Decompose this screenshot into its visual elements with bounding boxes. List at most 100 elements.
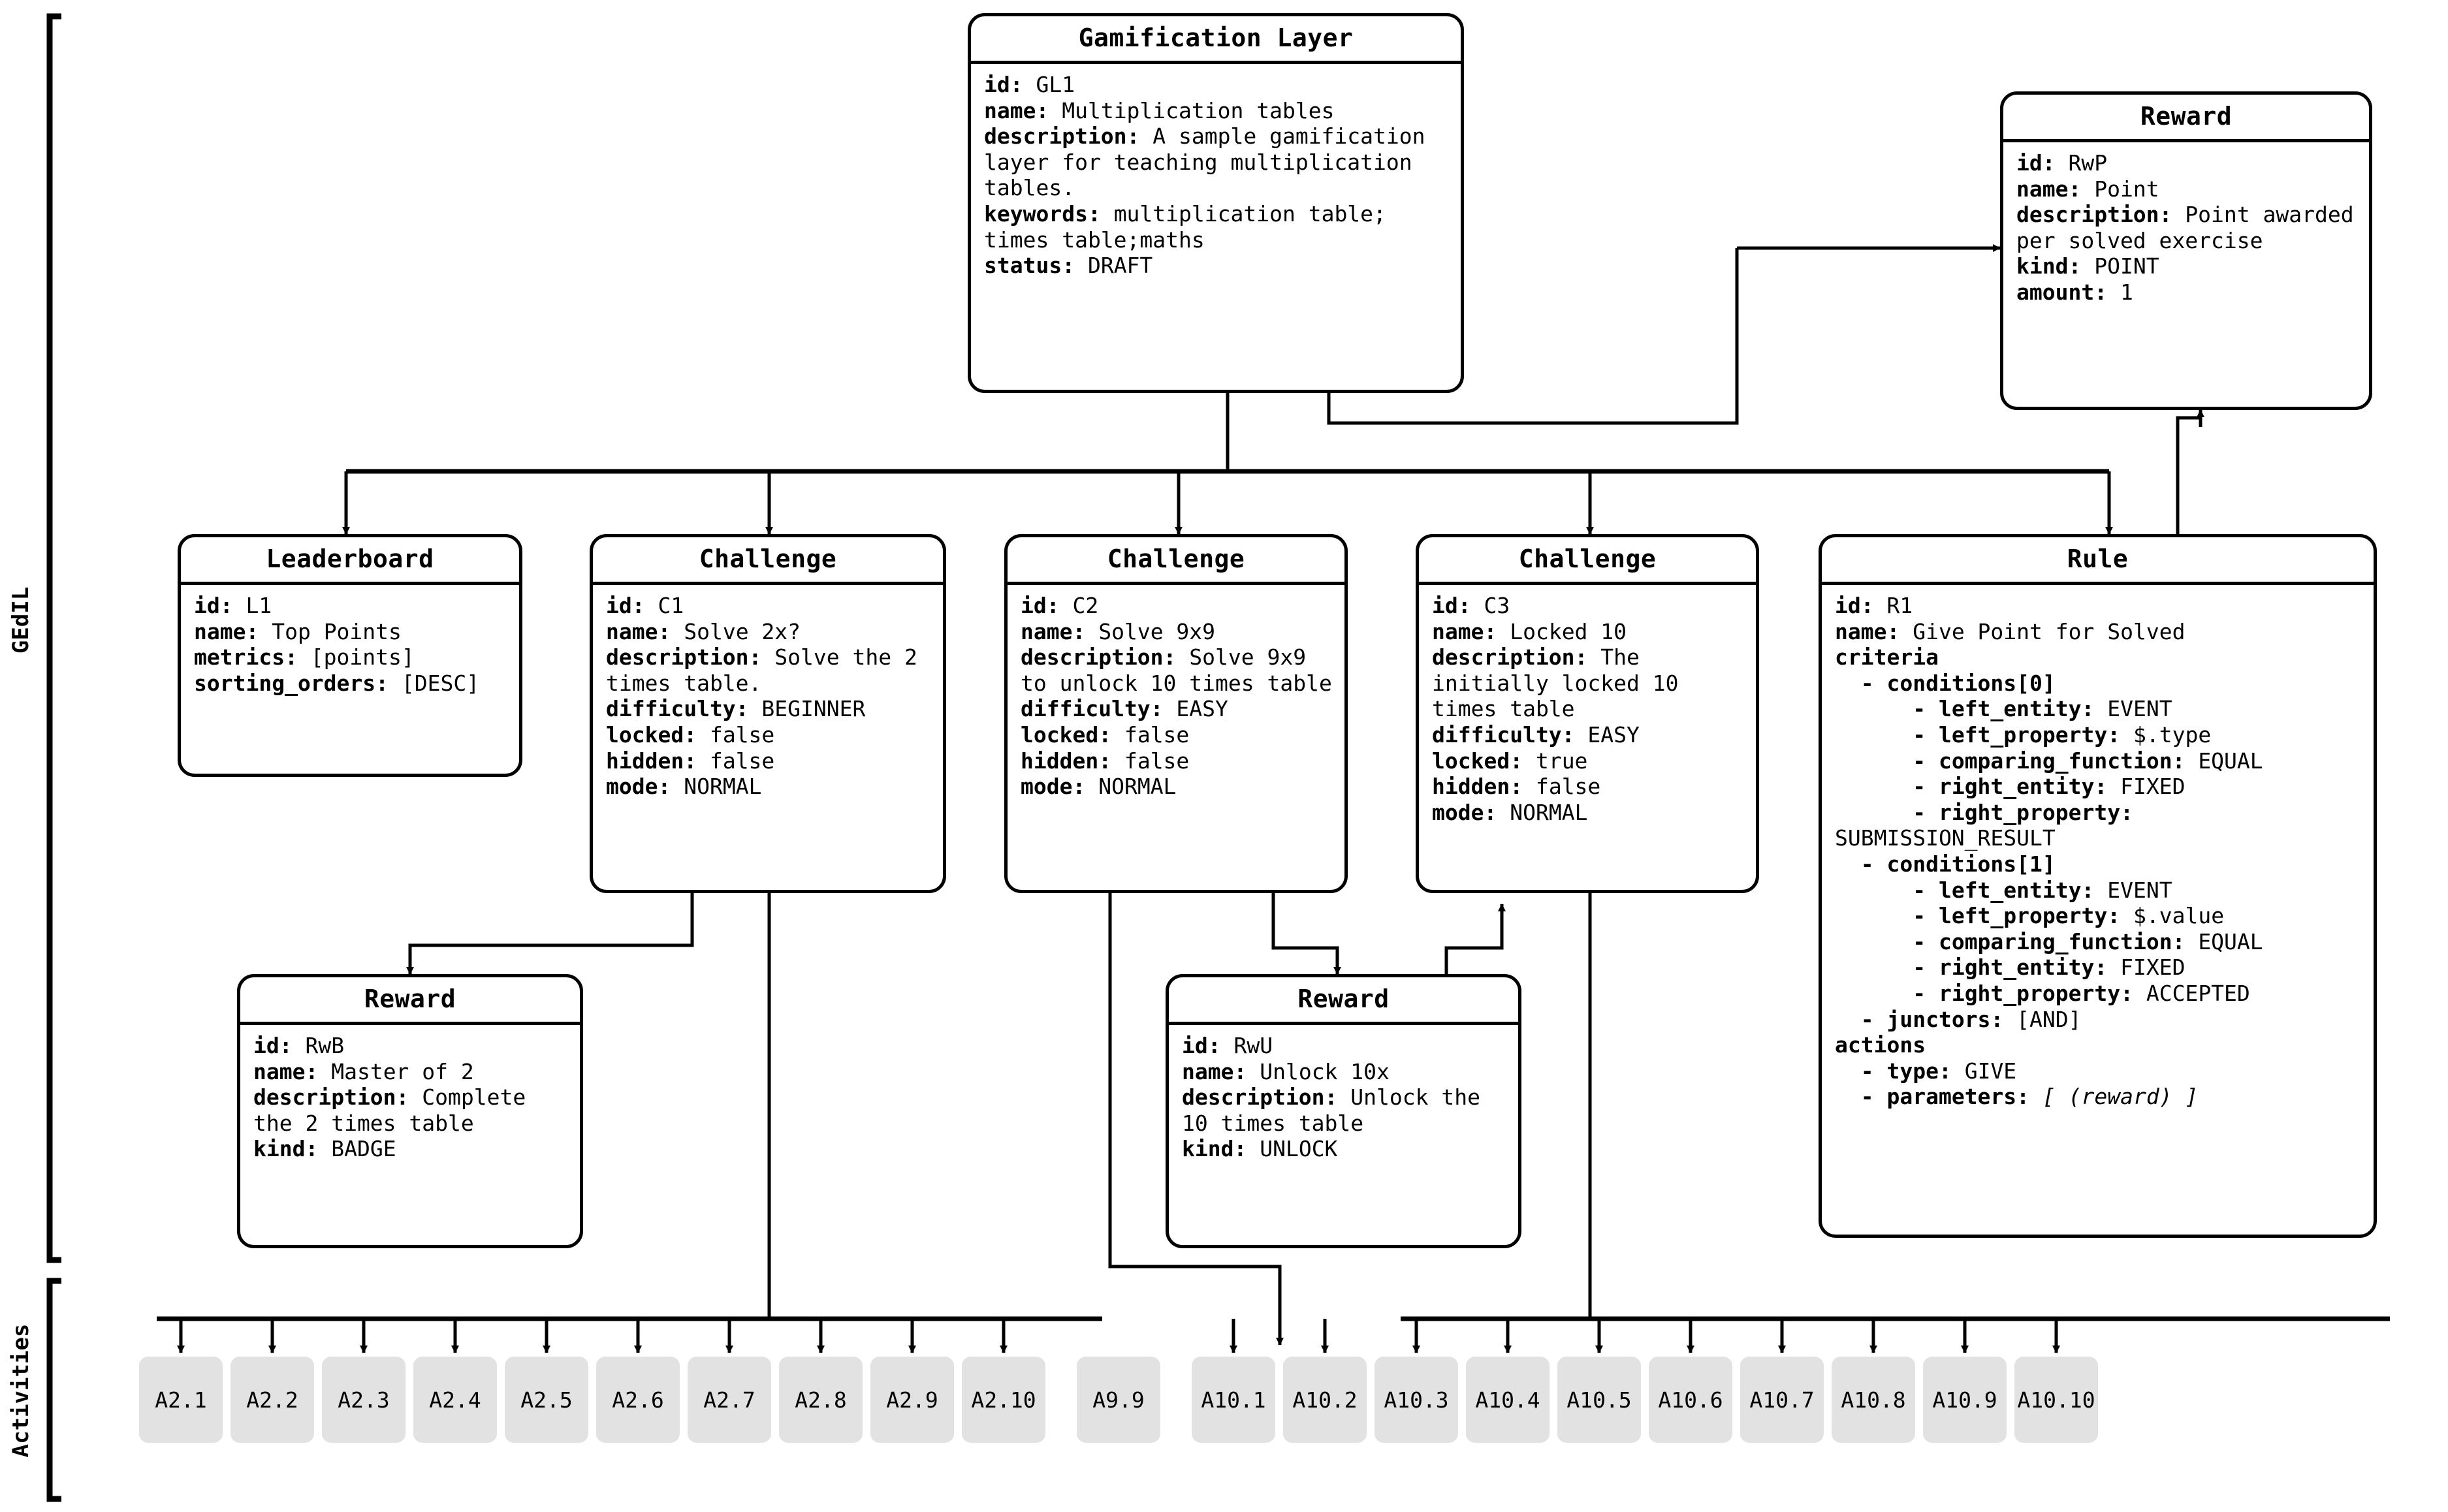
card-field-value: false [709,721,775,748]
card-field-key: id: [1835,593,1887,618]
activity-node[interactable]: A10.7 [1740,1357,1824,1443]
card-field-key: criteria [1835,644,1939,670]
card-field-value: Master of 2 [331,1058,474,1084]
activity-node[interactable]: A2.3 [322,1357,405,1443]
card-field-key: id: [194,593,246,618]
card-field-value: EVENT [2107,696,2172,722]
card-field-value: false [709,748,775,774]
card-field-key: hidden: [1432,774,1536,800]
card-field: description: The initially locked 10 tim… [1432,644,1745,722]
card-field-key: kind: [253,1136,332,1162]
activity-node[interactable]: A10.10 [2014,1357,2098,1443]
card-field: name: Solve 9x9 [1021,619,1334,645]
card-field-value: EQUAL [2198,928,2263,954]
card-field-value: RwP [2068,150,2108,176]
card-field-key: - left_entity: [1835,696,2108,722]
card-field: - left_entity: EVENT [1835,696,2363,722]
card-field-key: - left_property: [1835,721,2133,748]
activity-node[interactable]: A10.1 [1192,1357,1275,1443]
activity-node[interactable]: A9.9 [1077,1357,1160,1443]
activity-node[interactable]: A10.8 [1832,1357,1915,1443]
card-field-value: false [1124,748,1190,774]
card-field-value: EQUAL [2198,748,2263,774]
card-field: id: C3 [1432,593,1745,619]
card-field-key: description: [253,1084,422,1110]
card-field: - parameters: [ (reward) ] [1835,1084,2363,1110]
activity-node[interactable]: A2.1 [139,1357,223,1443]
card-field-key: description: [1182,1084,1351,1110]
card-field-value: NORMAL [684,774,762,800]
card-field: - right_entity: FIXED [1835,774,2363,800]
card-field: - left_entity: EVENT [1835,877,2363,904]
card-field: name: Multiplication tables [984,98,1450,124]
card-field-key: keywords: [984,200,1114,227]
card-field: - conditions[0] [1835,670,2363,697]
card-field: id: RwP [2016,150,2359,176]
card-field: id: GL1 [984,72,1450,98]
activity-node[interactable]: A10.3 [1375,1357,1458,1443]
card-field-value: UNLOCK [1260,1136,1338,1162]
wire-c1-to-rewardbadge [406,893,694,975]
card-field-value: 1 [2120,279,2133,305]
activity-node[interactable]: A2.4 [413,1357,497,1443]
card-field-value: Complete the 2 times table [253,1084,539,1136]
card-field: name: Master of 2 [253,1059,569,1085]
card-field-value: NORMAL [1098,774,1177,800]
card-field-key: - type: [1835,1058,1965,1084]
card-field: - comparing_function: EQUAL [1835,929,2363,955]
card-field: actions [1835,1032,2363,1058]
card-field-key: mode: [1021,774,1099,800]
card-field-key: sorting_orders: [194,670,402,696]
card-field-value: C3 [1484,593,1510,618]
activity-node[interactable]: A2.8 [779,1357,863,1443]
card-field-key: - comparing_function: [1835,928,2199,954]
card-field-value: Multiplication tables [1062,97,1335,123]
card-field: mode: NORMAL [1432,800,1745,826]
card-field: name: Point [2016,176,2359,202]
card-field-key: - conditions[1] [1835,851,2056,877]
card-field-key: status: [984,253,1088,279]
card-field-value: [points] [310,644,415,670]
card-field-value: $.value [2133,903,2225,929]
card-field: - comparing_function: EQUAL [1835,748,2363,774]
card-field-key: difficulty: [606,696,762,722]
activity-node[interactable]: A2.9 [870,1357,954,1443]
card-field: - conditions[1] [1835,851,2363,877]
card-field-value: EVENT [2107,877,2172,903]
card-field-key: description: [1021,644,1190,670]
card-field: - right_property: ACCEPTED [1835,981,2363,1007]
card-title: Reward [240,977,580,1025]
card-title: Challenge [593,537,943,585]
activity-node[interactable]: A10.5 [1557,1357,1641,1443]
activity-node[interactable]: A10.6 [1649,1357,1732,1443]
activity-node[interactable]: A10.9 [1923,1357,2007,1443]
activity-node[interactable]: A2.7 [688,1357,771,1443]
card-title: Gamification Layer [971,16,1461,64]
activity-node[interactable]: A2.2 [230,1357,314,1443]
wire-c2-to-rewardunlock [1271,893,1341,975]
card-field-value: ACCEPTED [2146,980,2250,1006]
activity-node[interactable]: A2.6 [596,1357,680,1443]
card-field-key: mode: [606,774,684,800]
card-field-value: The initially locked 10 times table [1432,644,1692,722]
card-field-value: R1 [1886,593,1913,618]
wire-rule-to-rewardpoint-seg [2176,416,2202,534]
activity-node[interactable]: A10.2 [1283,1357,1367,1443]
activity-node[interactable]: A2.10 [962,1357,1045,1443]
activity-node[interactable]: A10.4 [1466,1357,1550,1443]
card-field-value: false [1124,721,1190,748]
card-field-key: id: [253,1033,306,1058]
card-field-key: name: [1835,618,1913,644]
activity-node[interactable]: A2.5 [505,1357,588,1443]
